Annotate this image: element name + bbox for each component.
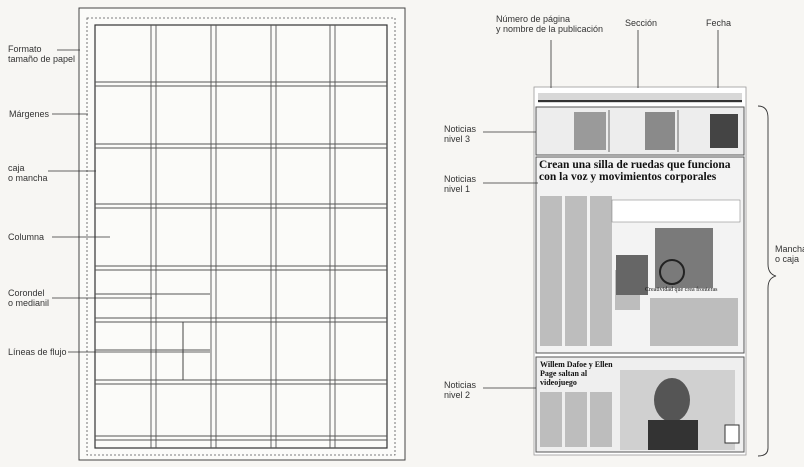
label-caja: caja o mancha [8,163,48,183]
label-formato: Formato tamaño de papel [8,44,75,64]
label-noticias-2: Noticias nivel 2 [444,380,476,400]
label-lineas-flujo: Líneas de flujo [8,347,67,357]
label-fecha: Fecha [706,18,731,28]
paper-format [79,8,405,460]
label-numero-pagina: Número de página y nombre de la publicac… [496,14,603,34]
label-noticias-3: Noticias nivel 3 [444,124,476,144]
headline-level-1: Crean una silla de ruedas que funciona c… [539,159,741,183]
label-noticias-1: Noticias nivel 1 [444,174,476,194]
mancha-bracket [758,106,776,456]
headline-level-2: Willem Dafoe y Ellen Page saltan al vide… [540,360,620,387]
headline-secondary: Creatividad que crea fronteras [645,287,740,294]
label-columna: Columna [8,232,44,242]
label-seccion: Sección [625,18,657,28]
label-margenes: Márgenes [9,109,49,119]
label-corondel: Corondel o medianil [8,288,49,308]
label-mancha: Mancha o caja [775,244,804,264]
